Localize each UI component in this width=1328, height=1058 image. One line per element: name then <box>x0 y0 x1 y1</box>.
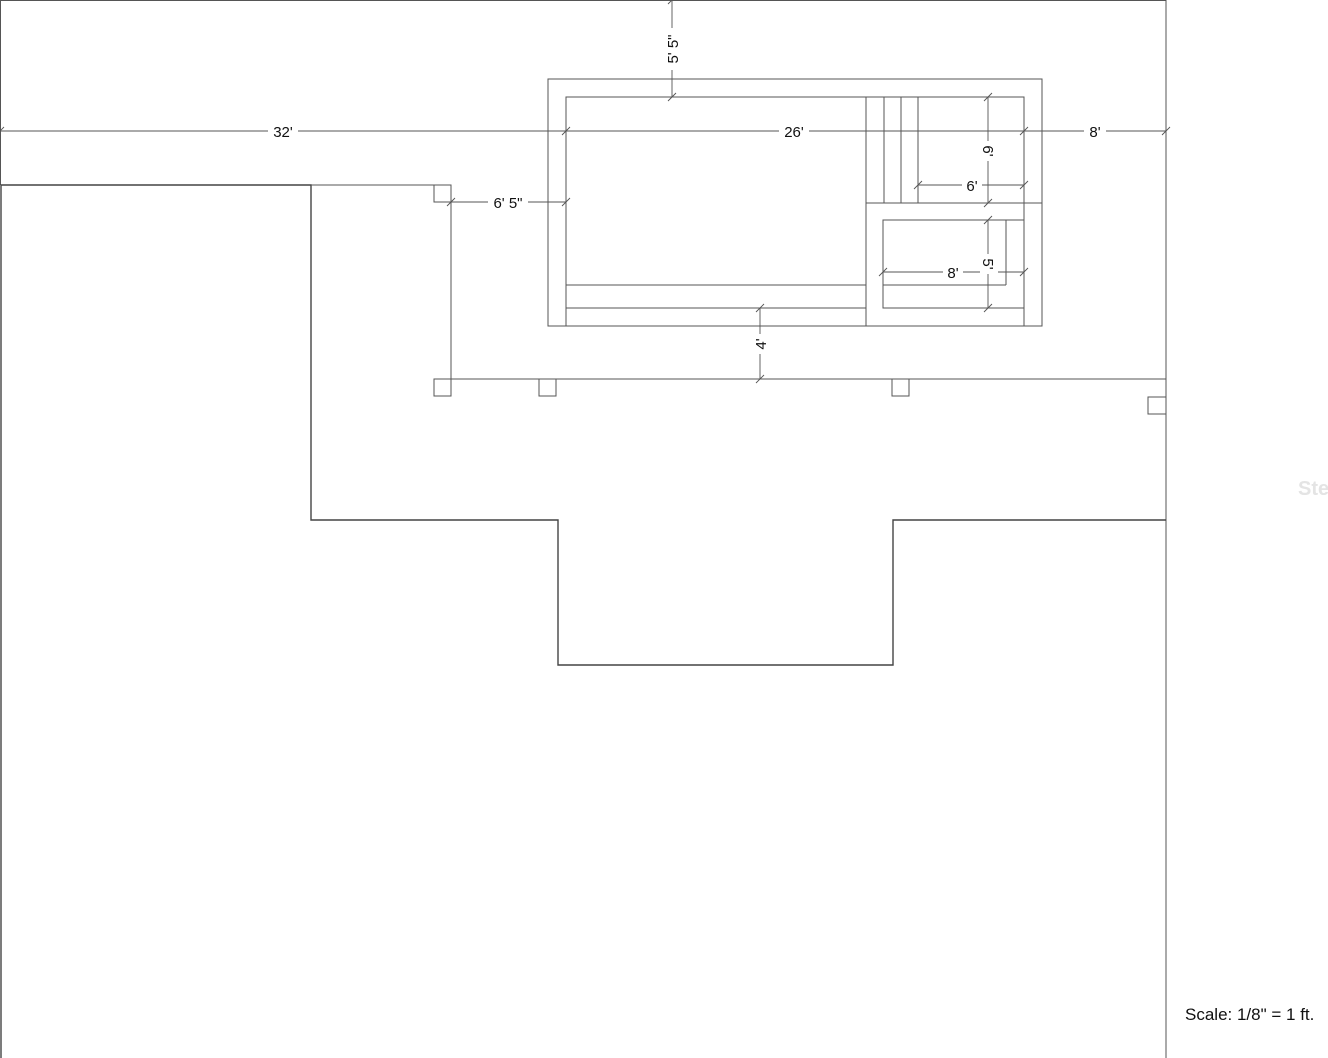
dim-label-spa-width: 8' <box>947 265 958 282</box>
lanai-post <box>891 378 910 397</box>
house-outline <box>0 184 1166 1058</box>
dim-label-pool-to-lanai: 4' <box>753 338 770 349</box>
lanai-post <box>538 378 557 397</box>
dim-label-pool-to-left-edge: 6' 5" <box>493 195 522 212</box>
dim-label-spa-top-height: 6' <box>979 145 996 156</box>
dim-label-pool-length: 26' <box>784 124 804 141</box>
spa <box>882 219 1025 309</box>
dimension-labels: 32' 26' 8' 5' 5" 6' 5" 6' 6' 5' 8' 4' <box>268 28 1106 354</box>
dim-label-spa-top-width: 6' <box>966 178 977 195</box>
lanai-post <box>1147 396 1167 415</box>
lanai-enclosure <box>311 184 1167 415</box>
pool <box>547 78 1043 327</box>
scale-note: Scale: 1/8" = 1 ft. <box>1185 1005 1315 1024</box>
lot-outline <box>0 0 1167 1058</box>
dim-label-overall-right: 8' <box>1089 124 1100 141</box>
lanai-post <box>433 184 452 203</box>
dim-label-overall-left: 32' <box>273 124 293 141</box>
dim-label-pool-to-top: 5' 5" <box>665 34 682 63</box>
dim-label-spa-height: 5' <box>979 258 996 269</box>
lanai-post <box>433 378 452 397</box>
watermark: Ste <box>1298 478 1328 500</box>
